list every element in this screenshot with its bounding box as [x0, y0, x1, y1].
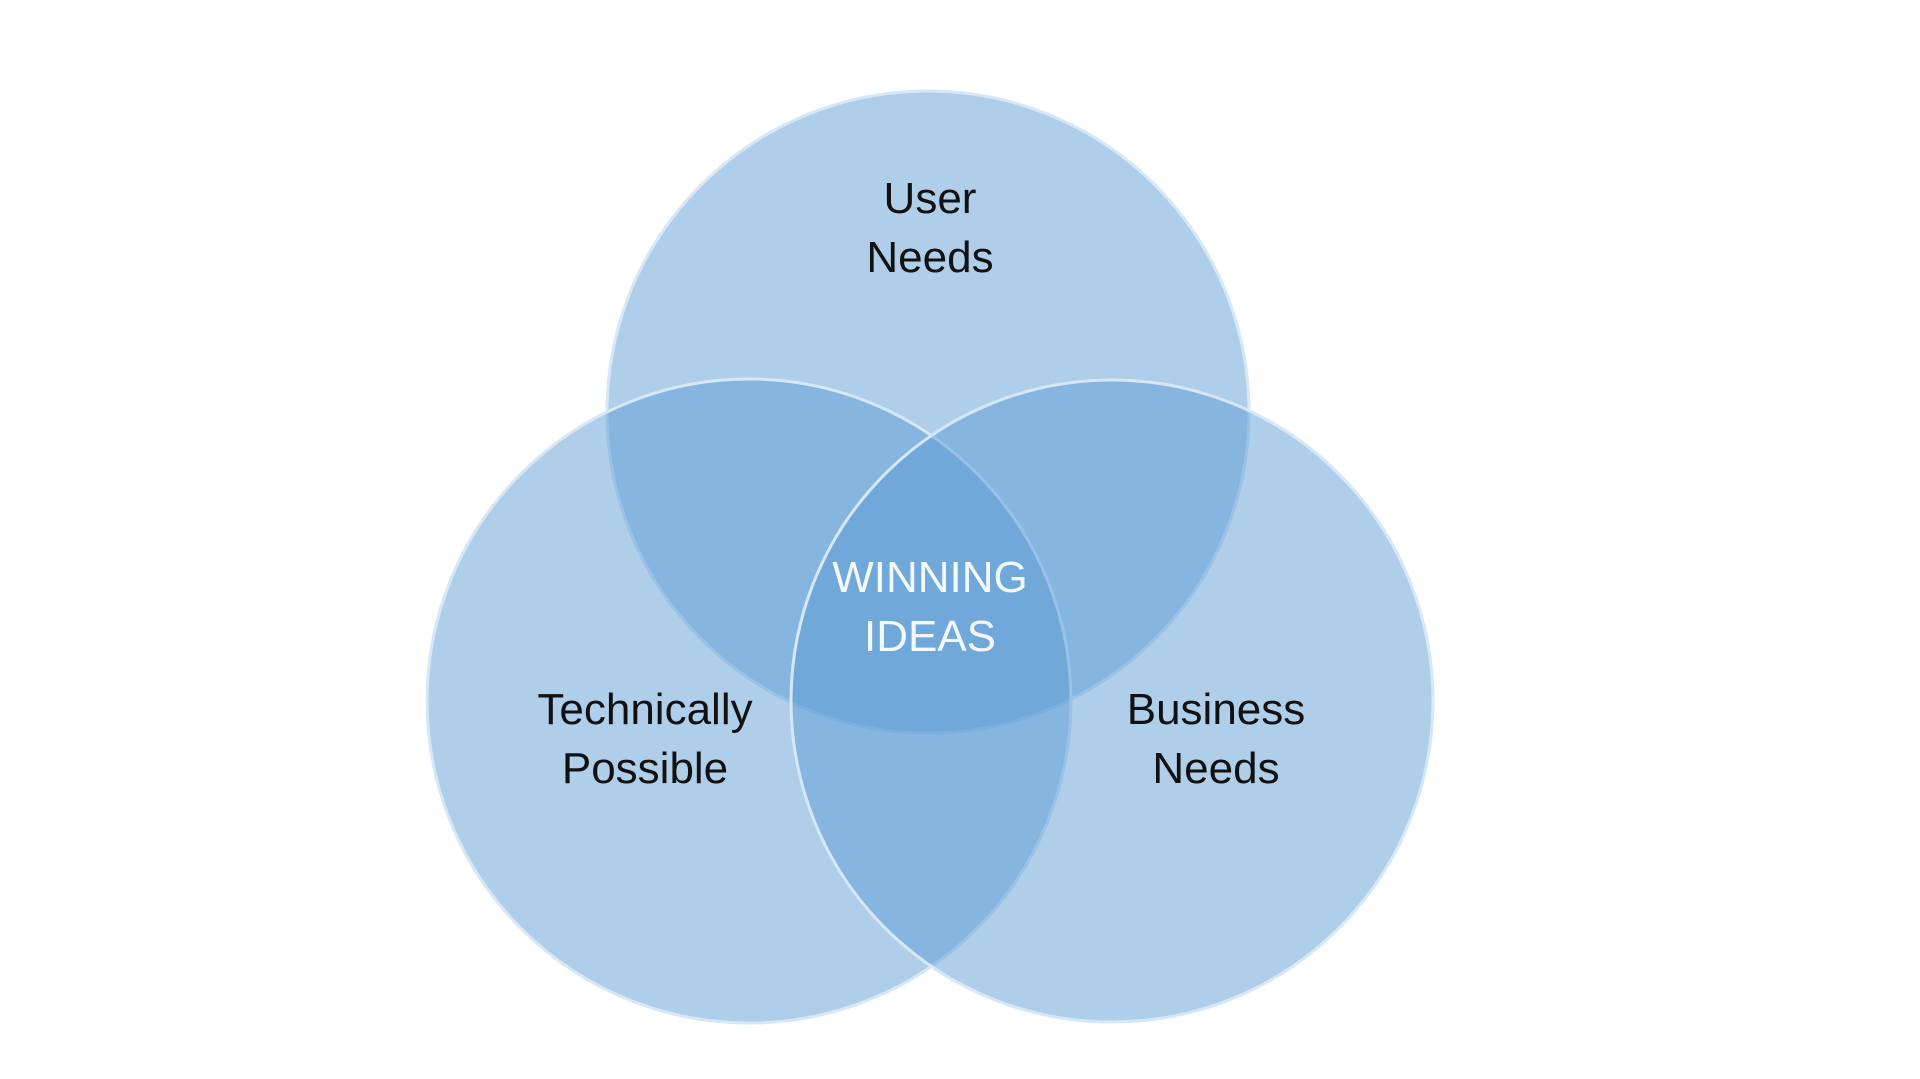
circle-technically-possible	[425, 377, 1073, 1025]
label-technically-possible: Technically Possible	[537, 680, 752, 798]
label-user-needs: User Needs	[866, 169, 993, 287]
label-line: IDEAS	[863, 612, 997, 661]
label-business-needs: Business Needs	[1127, 680, 1306, 798]
label-line: Needs	[1152, 744, 1280, 793]
label-winning-ideas: WINNING IDEAS	[832, 548, 1028, 666]
label-line: WINNING	[832, 553, 1028, 602]
label-line: Business	[1126, 685, 1306, 734]
label-line: Needs	[866, 233, 994, 282]
label-line: User	[883, 174, 977, 223]
label-line: Possible	[561, 744, 729, 793]
circle-business-needs	[789, 378, 1435, 1024]
label-line: Technically	[537, 685, 753, 734]
